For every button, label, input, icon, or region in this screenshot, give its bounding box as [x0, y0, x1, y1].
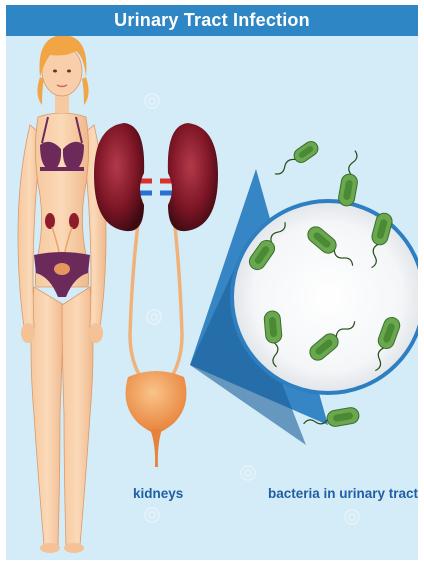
illustration	[6, 5, 418, 560]
bacterium	[337, 149, 362, 207]
infographic-panel: Urinary Tract Infection kidneys bacteria…	[6, 5, 418, 560]
woman-figure	[18, 35, 106, 553]
bacteria-label: bacteria in urinary tract	[268, 486, 418, 501]
magnifier	[190, 169, 418, 445]
page-title: Urinary Tract Infection	[6, 5, 418, 36]
urinary-system	[94, 123, 218, 467]
bacterium	[271, 139, 321, 180]
kidneys-label: kidneys	[133, 486, 183, 501]
